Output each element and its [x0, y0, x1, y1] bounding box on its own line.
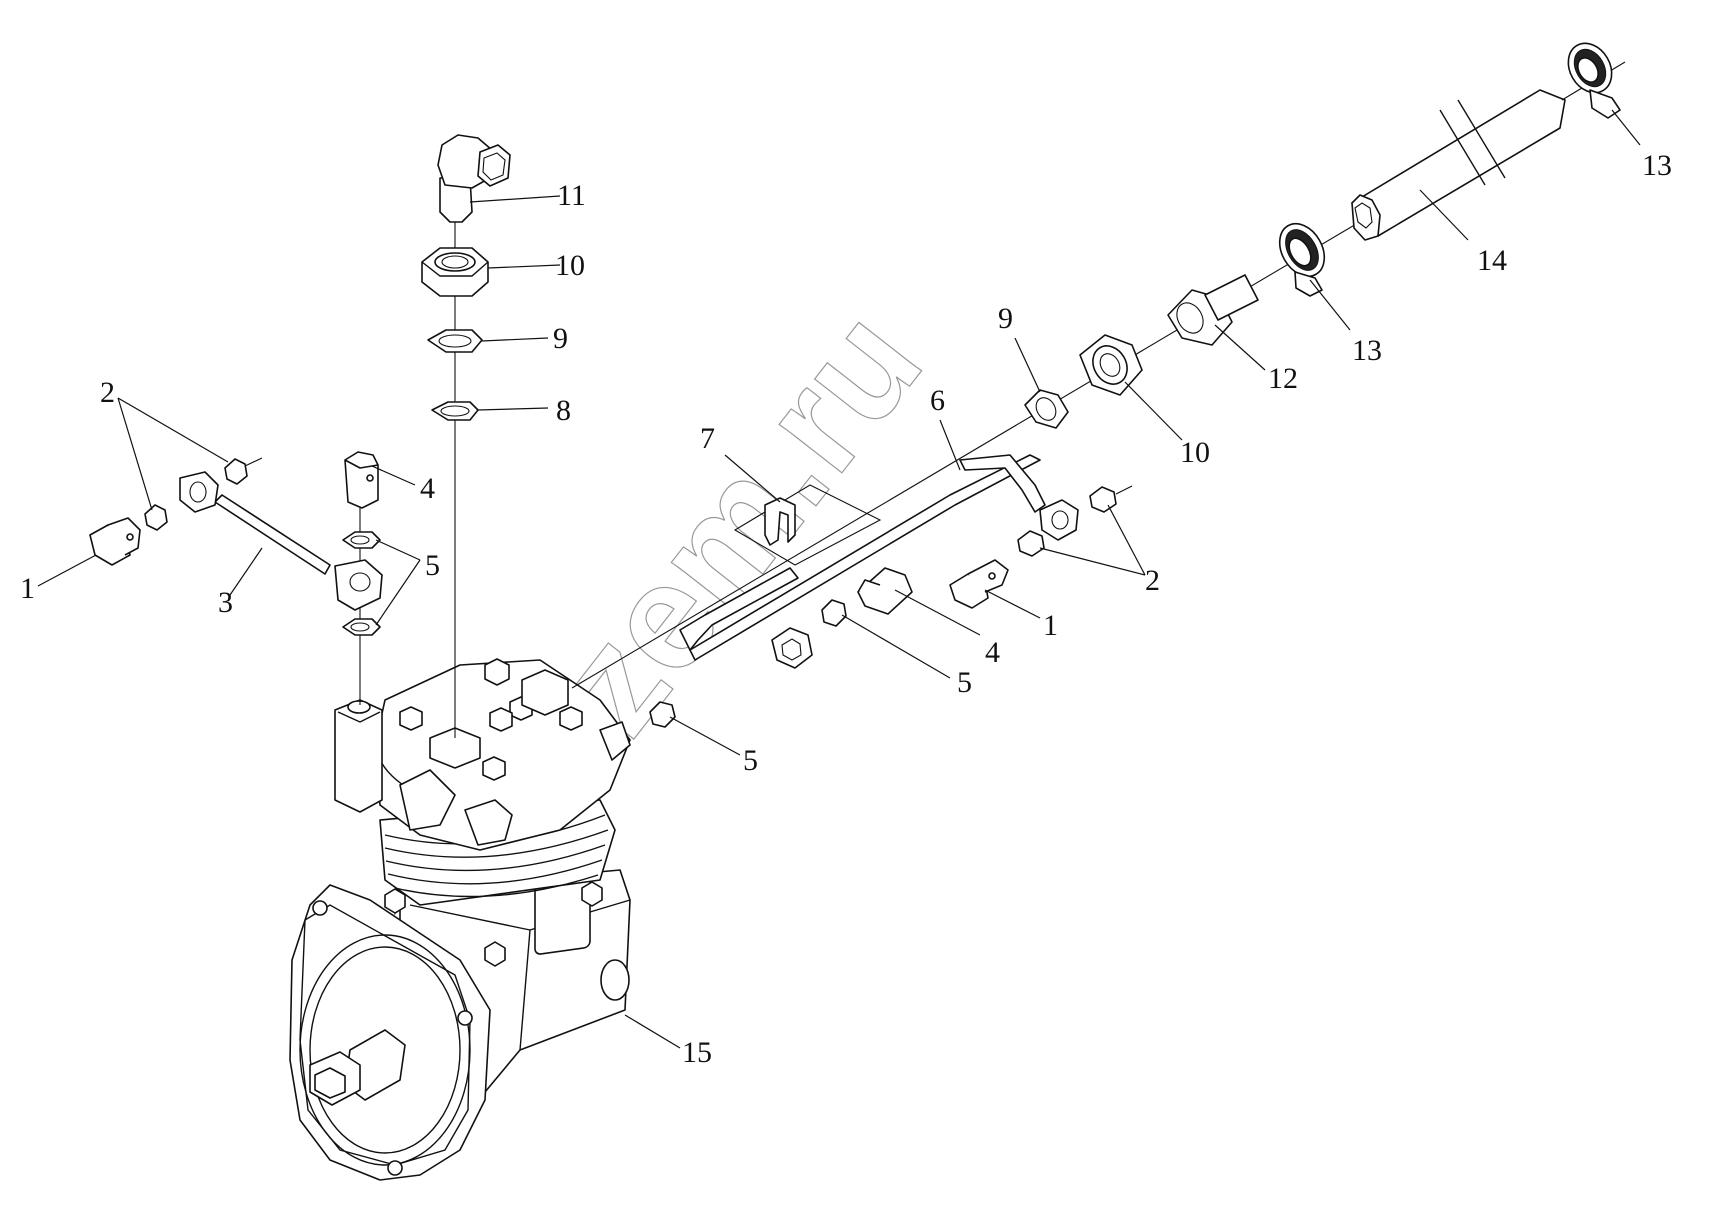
callout-3: 3: [218, 586, 233, 619]
right-fittings: [1024, 42, 1626, 429]
washer-9-right: [1024, 389, 1069, 429]
pipe-6-assembly: [679, 454, 1079, 661]
mounting-flange: [289, 884, 491, 1181]
callout-labels: 1 2 3 4 5 8 9 10 11 7 6 9 10 12 13 13 14…: [20, 149, 1672, 1069]
banjo-bolt-4-right: [857, 567, 913, 615]
callout-9-right: 9: [998, 302, 1013, 335]
callout-6: 6: [930, 384, 945, 417]
banjo-5-mid: [771, 627, 813, 669]
callout-2-left: 2: [100, 376, 115, 409]
leader-lines: [37, 109, 1641, 1049]
callout-1-left: 1: [20, 572, 35, 605]
compressor-assembly: [289, 658, 631, 1181]
hose-clamp-13-top: [1567, 42, 1621, 119]
callout-14: 14: [1477, 244, 1507, 277]
head-bolts: [399, 658, 583, 781]
crankcase-bolts: [384, 881, 603, 967]
washer-2-right-b: [1089, 486, 1117, 513]
head-outlet-port: [521, 669, 569, 716]
callout-8: 8: [556, 394, 571, 427]
callout-10-top: 10: [555, 249, 585, 282]
callout-9-top: 9: [553, 322, 568, 355]
callout-13-top: 13: [1642, 149, 1672, 182]
callout-12: 12: [1268, 362, 1298, 395]
callout-4-left: 4: [420, 472, 435, 505]
callout-4-right: 4: [985, 636, 1000, 669]
washer-5-low: [649, 701, 676, 728]
hose-14: [1351, 89, 1566, 237]
bracket-clip-7: [764, 497, 796, 546]
pipe-6: [689, 454, 1041, 661]
callout-5-low: 5: [743, 744, 758, 777]
unloader-body: [334, 699, 383, 813]
callout-13-mid: 13: [1352, 334, 1382, 367]
callout-15: 15: [682, 1036, 712, 1069]
washer-5-upper-left: [342, 531, 381, 549]
pipe-3: [214, 494, 331, 575]
washer-2-right-a: [1017, 530, 1045, 557]
hose-clamp-13-mid: [1278, 222, 1326, 297]
washer-8: [431, 401, 479, 421]
washer-9-top: [427, 329, 483, 353]
washer-5-lower-left: [342, 618, 381, 636]
callout-1-right: 1: [1043, 609, 1058, 642]
washer-2-left-a: [144, 504, 168, 531]
discharge-line: [571, 203, 1391, 728]
callout-10-right: 10: [1180, 436, 1210, 469]
left-branch: [89, 451, 383, 705]
vertical-stack: [421, 134, 511, 738]
callout-7: 7: [700, 422, 715, 455]
callout-5-mid: 5: [957, 666, 972, 699]
washer-2-left-b: [224, 458, 248, 485]
callout-5-left: 5: [425, 549, 440, 582]
callout-11: 11: [557, 179, 586, 212]
callout-2-right: 2: [1145, 564, 1160, 597]
